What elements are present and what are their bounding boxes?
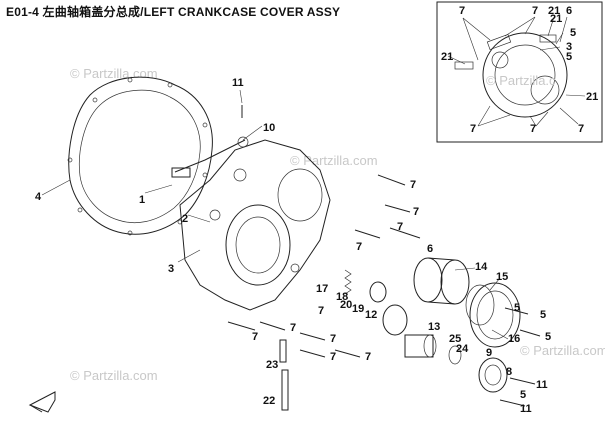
callout: 13: [428, 321, 440, 333]
inset-callout: 21: [586, 91, 598, 103]
callout: 19: [352, 303, 364, 315]
o-ring: [465, 284, 495, 326]
inset-callout: 7: [470, 123, 476, 135]
callout: 22: [263, 395, 275, 407]
callout: 11: [232, 77, 244, 89]
inset-callout: 21: [441, 51, 453, 63]
callout: 7: [252, 331, 258, 343]
callout: 6: [427, 243, 433, 255]
callout: 5: [520, 389, 526, 401]
gasket: [67, 76, 213, 236]
inset-callout: 21: [548, 5, 560, 17]
callout: 24: [456, 343, 469, 355]
watermark: © Partzilla.com: [290, 153, 378, 168]
bolt-set: [227, 105, 541, 407]
callout: 5: [540, 309, 546, 321]
callout: 11: [536, 379, 548, 391]
dowel-pin: [279, 339, 287, 363]
direction-arrow-icon: [28, 391, 56, 413]
oil-filter: [413, 257, 470, 305]
callout: 14: [475, 261, 488, 273]
callout: 4: [35, 191, 42, 203]
inset-watermark: © Partzilla.c: [486, 73, 556, 88]
callout: 7: [330, 351, 336, 363]
watermark: © Partzilla.com: [70, 66, 158, 81]
callout: 7: [413, 206, 419, 218]
inset-callout: 5: [566, 51, 572, 63]
callout: 7: [318, 305, 324, 317]
inset-callout: 6: [566, 5, 572, 17]
inset-callout: 7: [532, 5, 538, 17]
callout: 7: [330, 333, 336, 345]
callout: 7: [410, 179, 416, 191]
callout: 2: [182, 213, 188, 225]
filter-cover: [469, 282, 521, 348]
callout: 21: [550, 13, 562, 25]
inset-callout: 3: [566, 41, 572, 53]
watermark: © Partzilla.com: [70, 368, 158, 383]
callout: 25: [449, 333, 461, 345]
sensor-harness: [171, 136, 249, 178]
callout: 1: [139, 194, 145, 206]
callout: 20: [340, 299, 352, 311]
inset-callout: 7: [459, 5, 465, 17]
small-parts: [344, 269, 508, 393]
callout: 15: [496, 271, 508, 283]
inset-detail: © Partzilla.c 7 7 21 6 5 3 5 21 7 7 21 7: [436, 1, 603, 143]
inset-callout: 7: [578, 123, 584, 135]
inset-callout: 5: [570, 27, 576, 39]
leader-lines: [41, 89, 509, 340]
callout: 7: [397, 221, 403, 233]
inset-callout: 7: [530, 123, 536, 135]
watermark: © Partzilla.com: [520, 343, 605, 358]
callout: 12: [365, 309, 377, 321]
callout: 7: [356, 241, 362, 253]
callout: 9: [486, 347, 492, 359]
callout: 5: [514, 302, 520, 314]
callout: 18: [336, 291, 348, 303]
diagram-title: E01-4 左曲轴箱盖分总成/LEFT CRANKCASE COVER ASSY: [6, 5, 341, 19]
callout: 23: [266, 359, 278, 371]
callout: 5: [545, 331, 551, 343]
callout: 7: [290, 322, 296, 334]
callout: 17: [316, 283, 328, 295]
dowel-pin: [281, 369, 289, 411]
callout: 7: [365, 351, 371, 363]
callout: 16: [508, 333, 520, 345]
callout: 10: [263, 122, 275, 134]
callout: 11: [520, 403, 532, 415]
callout: 8: [506, 366, 512, 378]
callout: 3: [168, 263, 174, 275]
